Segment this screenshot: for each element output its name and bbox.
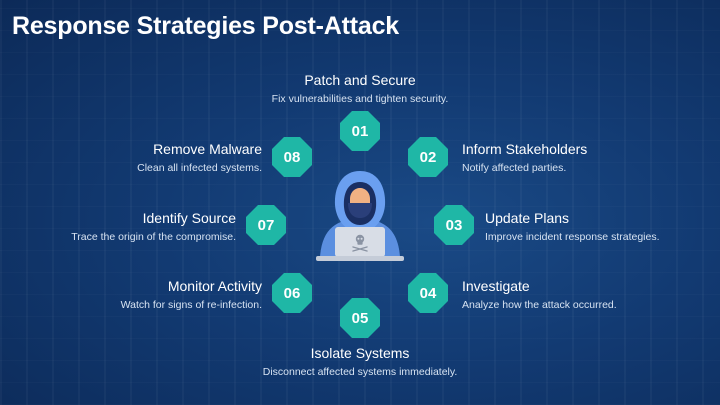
step-08-text: Remove Malware Clean all infected system… — [137, 141, 262, 175]
step-05-text: Isolate Systems Disconnect affected syst… — [210, 345, 510, 379]
step-03-badge: 03 — [434, 205, 474, 245]
step-06-heading: Monitor Activity — [167, 278, 262, 294]
step-04-text: Investigate Analyze how the attack occur… — [462, 278, 617, 312]
step-03-text: Update Plans Improve incident response s… — [485, 210, 660, 244]
step-06-description: Watch for signs of re-infection. — [120, 299, 262, 311]
step-08-heading: Remove Malware — [153, 141, 262, 157]
step-01-text: Patch and Secure Fix vulnerabilities and… — [210, 72, 510, 106]
step-07-text: Identify Source Trace the origin of the … — [71, 210, 236, 244]
slide-title: Response Strategies Post-Attack — [12, 12, 399, 40]
step-01-badge: 01 — [340, 111, 380, 151]
step-02-description: Notify affected parties. — [462, 162, 567, 174]
step-02-heading: Inform Stakeholders — [462, 141, 588, 157]
step-02-badge: 02 — [408, 137, 448, 177]
step-05-description: Disconnect affected systems immediately. — [262, 366, 458, 378]
step-05-badge: 05 — [340, 298, 380, 338]
step-06-badge: 06 — [272, 273, 312, 313]
step-02-text: Inform Stakeholders Notify affected part… — [462, 141, 587, 175]
step-03-description: Improve incident response strategies. — [485, 231, 660, 243]
step-07-badge: 07 — [246, 205, 286, 245]
step-08-badge: 08 — [272, 137, 312, 177]
step-05-heading: Isolate Systems — [310, 345, 410, 361]
step-01-heading: Patch and Secure — [304, 72, 416, 88]
step-08-description: Clean all infected systems. — [137, 162, 262, 174]
step-06-text: Monitor Activity Watch for signs of re-i… — [121, 278, 262, 312]
step-01-description: Fix vulnerabilities and tighten security… — [271, 93, 449, 105]
step-04-badge: 04 — [408, 273, 448, 313]
step-07-description: Trace the origin of the compromise. — [71, 231, 236, 243]
step-04-heading: Investigate — [462, 278, 530, 294]
hooded-hacker-with-laptop-icon — [316, 171, 404, 261]
step-07-heading: Identify Source — [142, 210, 236, 226]
step-04-description: Analyze how the attack occurred. — [462, 299, 617, 311]
step-03-heading: Update Plans — [485, 210, 570, 226]
